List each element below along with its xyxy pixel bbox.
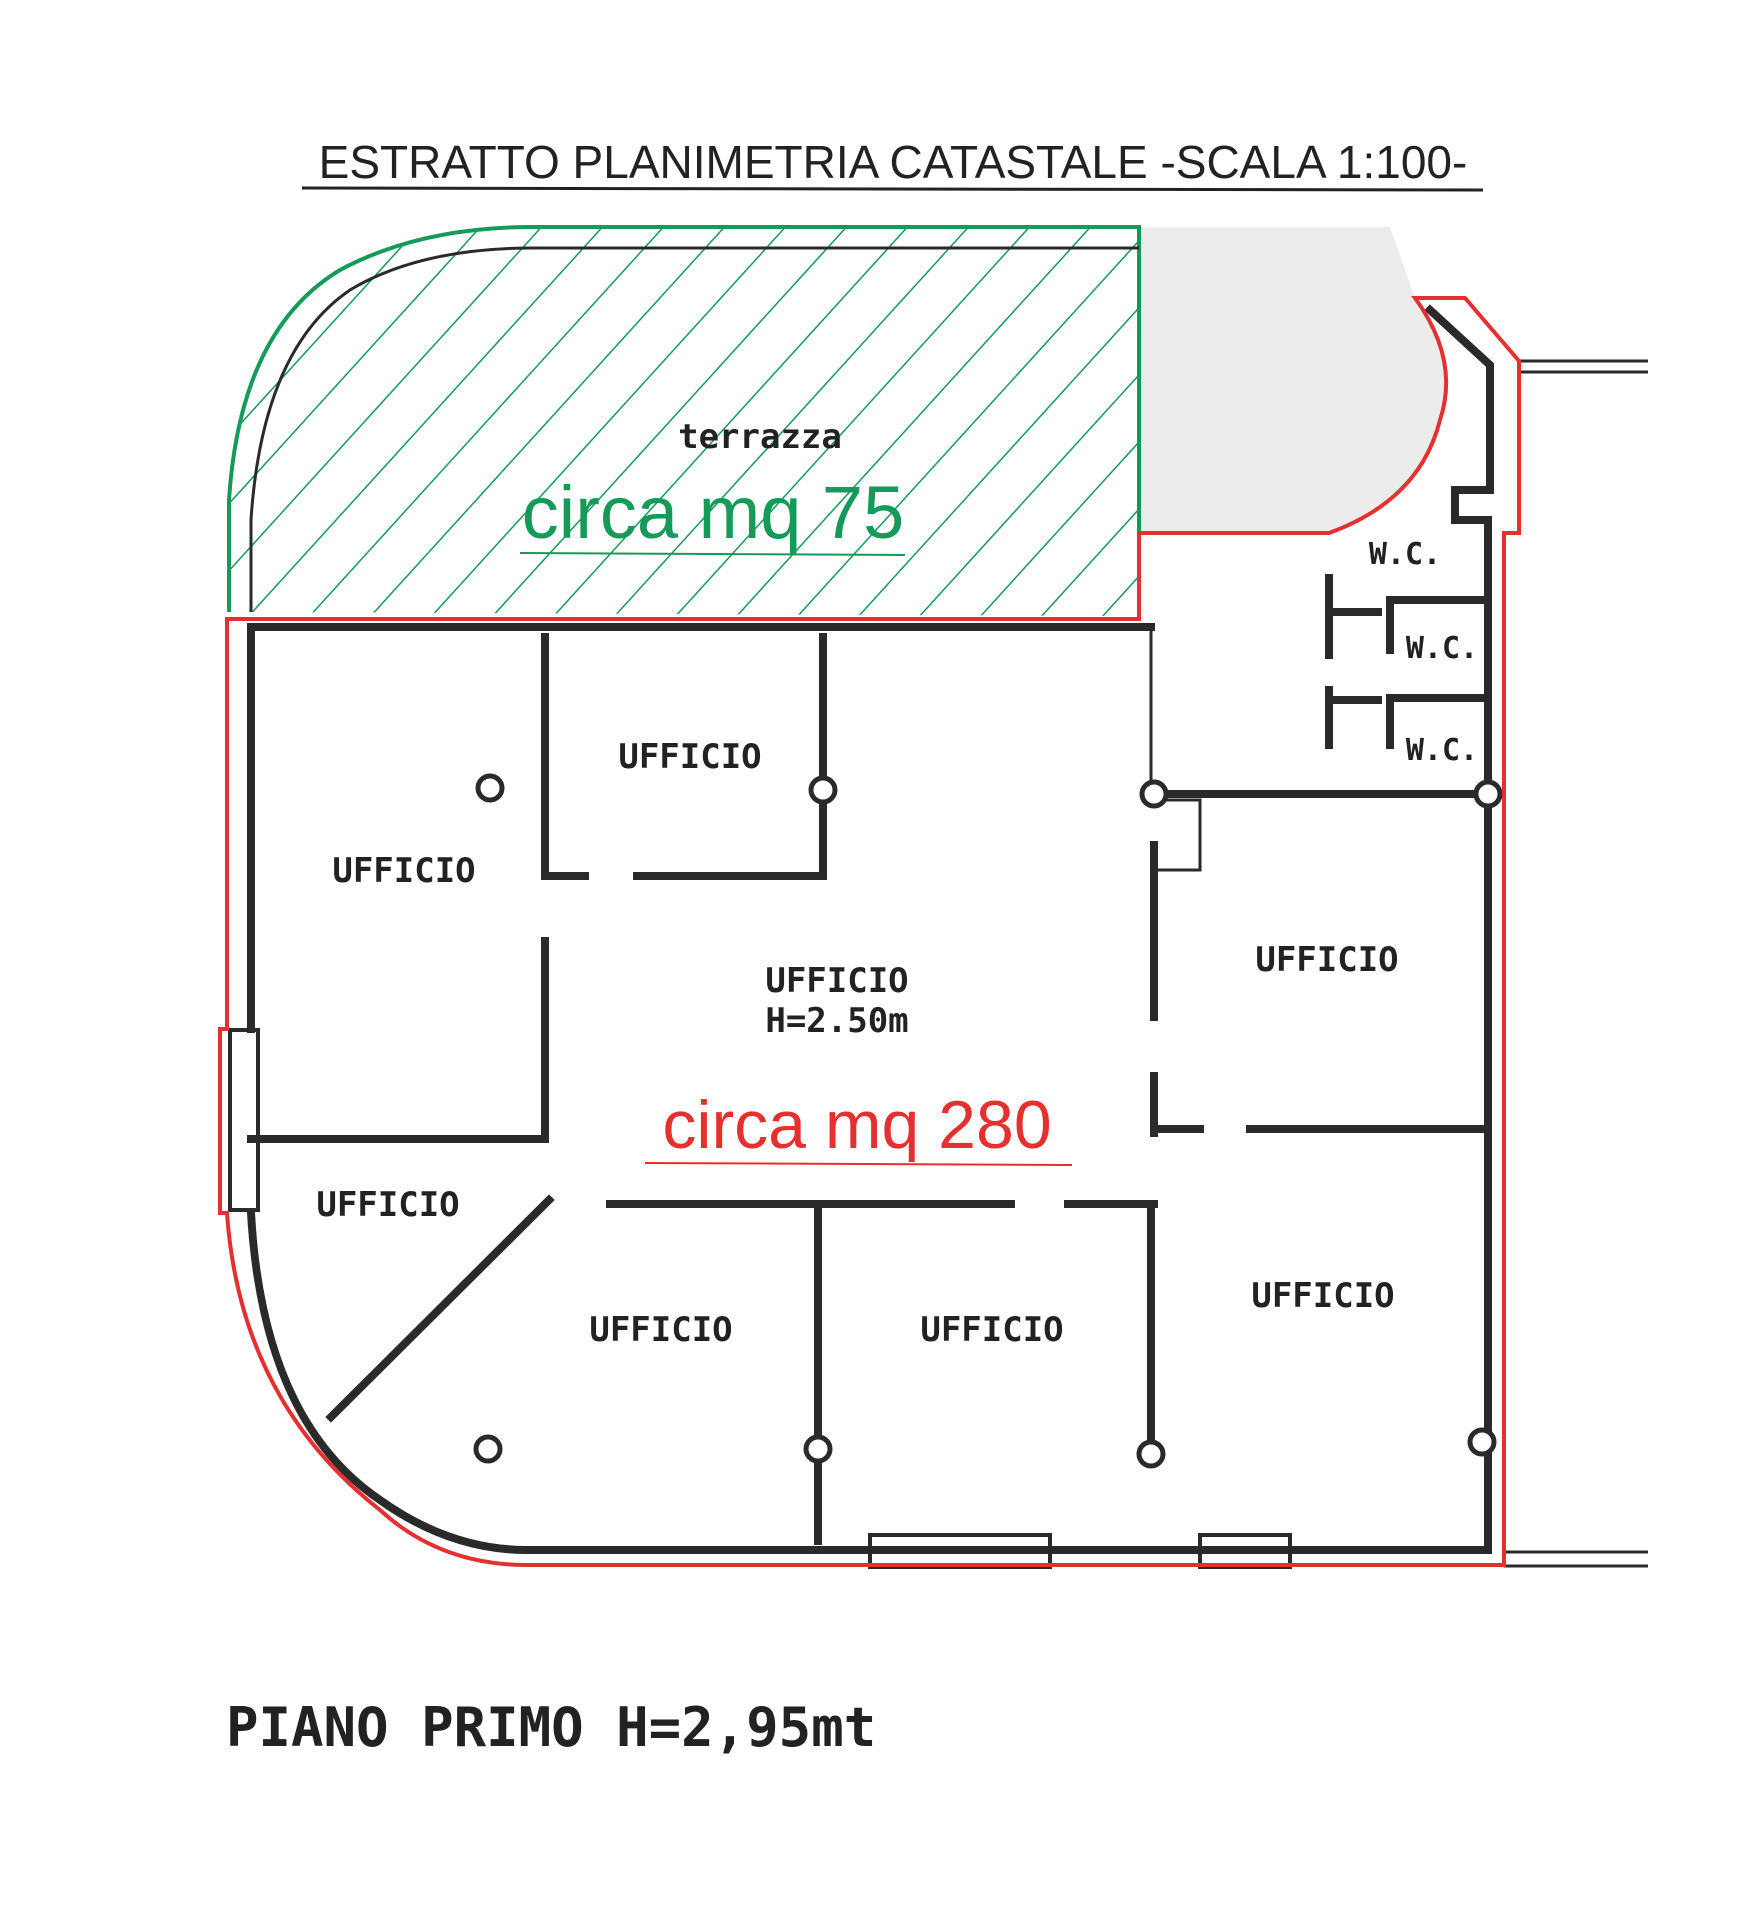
hatch-line <box>958 227 1139 616</box>
room-label: UFFICIO <box>316 1185 459 1225</box>
hatch-line <box>229 227 628 616</box>
hatch-line <box>409 227 811 616</box>
room-label: UFFICIO <box>765 961 908 1001</box>
room-label: UFFICIO <box>1255 940 1398 980</box>
hatch-line <box>714 227 1116 616</box>
hatch-line <box>470 227 872 616</box>
terrace-label: terrazza <box>678 417 842 457</box>
hatch-line <box>531 227 933 616</box>
hatch-line <box>1019 227 1139 616</box>
hatch-line <box>229 227 445 616</box>
office-area: circa mq 280 <box>662 1087 1051 1163</box>
room-label: UFFICIO <box>920 1310 1063 1350</box>
terrace-area: circa mq 75 <box>522 471 904 554</box>
hatch-line <box>592 227 994 616</box>
hatch-line <box>229 227 384 616</box>
hatch-line <box>897 227 1139 616</box>
wc-label: W.C. <box>1406 631 1478 666</box>
terrace-area-underline <box>519 552 906 556</box>
terrace-parapet <box>249 246 1139 612</box>
hatch-line <box>229 227 323 616</box>
hatch-line <box>229 227 262 616</box>
title-underline <box>301 186 1484 192</box>
hatch-line <box>229 227 506 616</box>
hatch-line <box>348 227 750 616</box>
room-label: UFFICIO <box>589 1310 732 1350</box>
terrace-outline <box>227 225 1141 620</box>
hatch-line <box>775 227 1139 616</box>
office-outline <box>218 296 1521 1567</box>
service-area <box>1139 227 1447 533</box>
columns <box>473 773 1503 1469</box>
floor-label: PIANO PRIMO H=2,95mt <box>226 1696 876 1759</box>
plan-title: ESTRATTO PLANIMETRIA CATASTALE -SCALA 1:… <box>319 136 1468 188</box>
room-label: UFFICIO <box>332 851 475 891</box>
room-label: UFFICIO <box>1251 1276 1394 1316</box>
room-height: H=2.50m <box>765 1001 908 1041</box>
hatch-line <box>653 227 1055 616</box>
walls <box>228 304 1648 1569</box>
office-area-underline <box>644 1162 1073 1166</box>
hatch-line <box>287 227 689 616</box>
wc-label: W.C. <box>1369 537 1441 572</box>
hatch-line <box>836 227 1139 616</box>
wc-label: W.C. <box>1406 733 1478 768</box>
terrace-hatch <box>0 200 1139 640</box>
room-label: UFFICIO <box>618 737 761 777</box>
hatch-line <box>229 227 567 616</box>
hatch-line <box>0 200 200 640</box>
